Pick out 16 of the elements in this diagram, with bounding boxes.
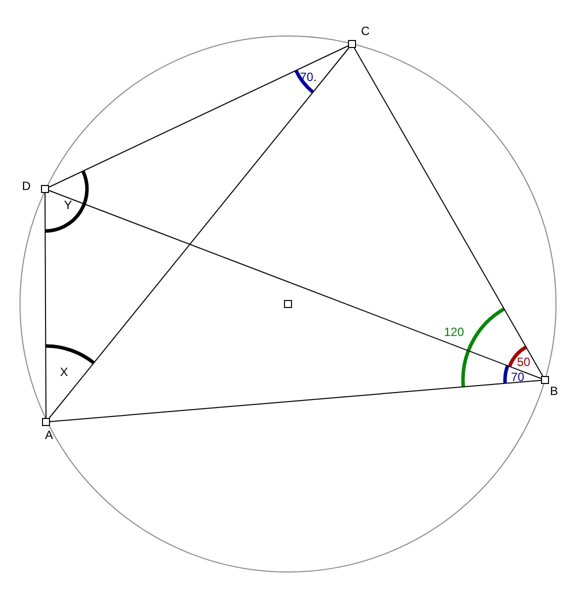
angle-label: 50 [517,356,530,368]
line-segment [48,45,348,188]
line-segment [44,192,46,418]
line-segment [50,380,542,422]
angle-label: 70 [511,371,524,383]
angle-label: 120 [444,326,464,338]
center-marker [284,300,292,308]
vertex-label: A [45,429,54,441]
vertex-label: B [550,385,558,397]
vertex-label: D [22,180,31,192]
vertex-label: C [361,25,370,37]
line-segment [48,48,350,418]
angle-label: X [60,366,68,378]
angle-label: Y [64,199,72,211]
line-segment [354,48,544,376]
line-segment [48,190,542,379]
